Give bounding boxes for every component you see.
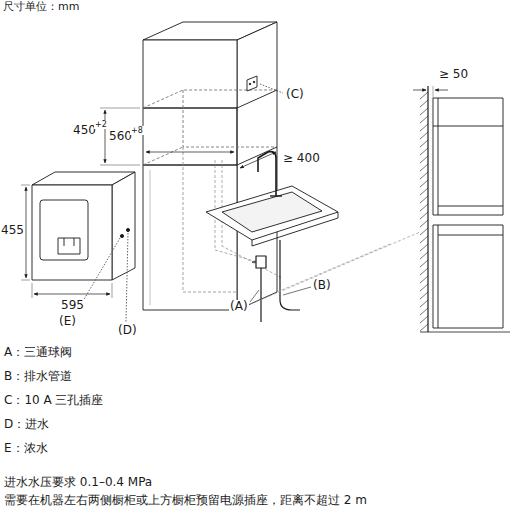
machine-dimensions: [21, 185, 112, 298]
tolerance: +2: [94, 120, 108, 129]
callout-letter: (E): [58, 315, 77, 329]
wall-hatch: [420, 244, 428, 251]
callout-letter: (D): [117, 324, 138, 338]
coffee-machine: [32, 172, 135, 322]
legend-line: A：三通球阀: [3, 346, 73, 360]
side-view: [413, 86, 510, 332]
wall-hatch: [420, 284, 428, 291]
wall-hatch: [420, 236, 428, 243]
wall-hatch: [420, 196, 428, 203]
plumbing: [250, 240, 311, 322]
wall-hatch: [420, 276, 428, 283]
wall-hatch: [420, 260, 428, 267]
legend-line: C：10 A 三孔插座: [3, 394, 105, 408]
wall-hatch: [420, 204, 428, 211]
dimension-value: ≥ 50: [438, 68, 469, 82]
wall-hatch: [420, 292, 428, 299]
wall-hatch: [420, 172, 428, 179]
wall-hatch: [420, 228, 428, 235]
wall-hatch: [420, 180, 428, 187]
callout-letter: (A): [229, 300, 249, 314]
wall-hatch: [420, 252, 428, 259]
dimension-value: 595: [60, 299, 85, 313]
wall-hatch: [420, 100, 428, 107]
dimension-lines: [100, 108, 276, 168]
legend-line: E：浓水: [3, 442, 49, 456]
wall-hatch: [420, 220, 428, 227]
legend-line: B：排水管道: [3, 370, 73, 384]
legend-line: D：进水: [3, 418, 50, 432]
callout-letter: (C): [285, 88, 305, 102]
note: 需要在机器左右两侧橱柜或上方橱柜预留电源插座，距离不超过 2 m: [3, 494, 368, 508]
unit-note: 尺寸单位：mm: [2, 1, 80, 14]
power-socket: [247, 76, 283, 93]
wall-hatch: [420, 164, 428, 171]
wall-hatch: [420, 140, 428, 147]
dimension-value: ≥ 400: [282, 152, 321, 166]
sink: [206, 152, 338, 246]
wall-hatch: [420, 300, 428, 307]
wall-hatch: [420, 92, 428, 99]
callout-letter: (B): [312, 279, 332, 293]
dimension-value: 455: [0, 224, 25, 238]
wall-hatch: [420, 148, 428, 155]
wall-hatch: [420, 108, 428, 115]
tolerance: +8: [130, 126, 144, 135]
wall-hatch: [420, 212, 428, 219]
tall-cabinet: [143, 22, 277, 310]
floor-lines: [237, 232, 420, 310]
wall-hatch: [420, 116, 428, 123]
wall-hatch: [420, 132, 428, 139]
wall-hatch: [420, 268, 428, 275]
wall-hatch: [420, 124, 428, 131]
wall-hatch: [420, 188, 428, 195]
wall-hatch: [420, 324, 428, 331]
note: 进水水压要求 0.1–0.4 MPa: [3, 476, 153, 490]
wall-hatch: [420, 316, 428, 323]
wall-hatch: [420, 308, 428, 315]
wall-hatch: [420, 156, 428, 163]
